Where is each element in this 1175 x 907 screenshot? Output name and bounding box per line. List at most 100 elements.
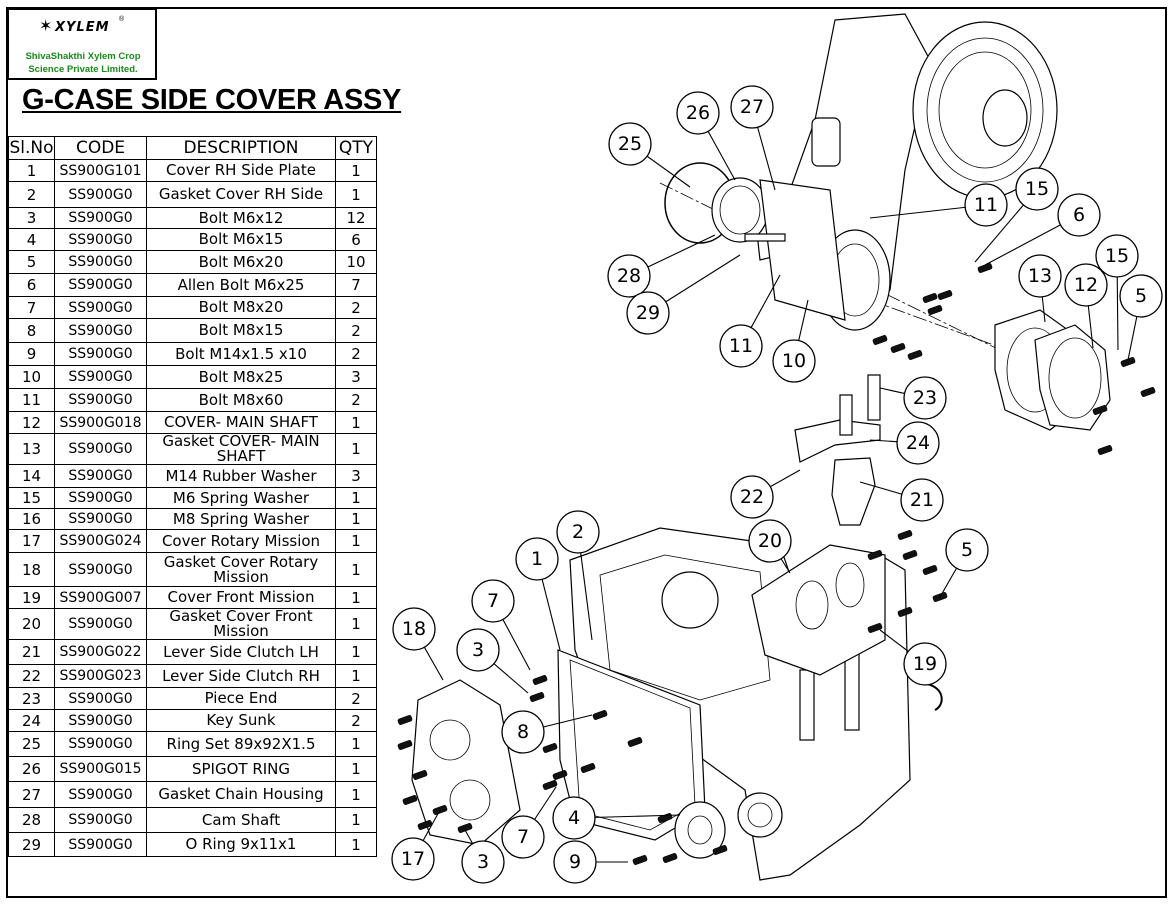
- callout-number: 3: [472, 639, 484, 661]
- bolt-shape: [1140, 387, 1156, 397]
- bolt-shape: [542, 743, 558, 753]
- callout-balloon: 4: [552, 796, 596, 840]
- qty-cell: 3: [335, 365, 377, 389]
- callout-number: 4: [568, 807, 580, 829]
- description-cell: Gasket Cover Front Mission: [146, 608, 336, 640]
- callout-balloon: 5: [1119, 274, 1163, 318]
- description-cell: Lever Side Clutch RH: [146, 664, 336, 688]
- code-cell: SS900G0: [54, 181, 147, 208]
- bolt-shape: [627, 737, 643, 747]
- description-cell: M14 Rubber Washer: [146, 464, 336, 488]
- callout-balloon: 9: [553, 840, 597, 884]
- bolt-shape: [937, 290, 953, 300]
- bolt-shape: [922, 565, 938, 575]
- code-cell: SS900G0: [54, 273, 147, 297]
- callout-number: 3: [477, 851, 489, 873]
- callout-number: 26: [686, 102, 710, 124]
- bolt-shape: [412, 770, 428, 780]
- front-mission-cover-part: [751, 544, 886, 676]
- code-cell: SS900G022: [54, 639, 147, 665]
- callout-balloon: 24: [896, 421, 940, 465]
- description-cell: Ring Set 89x92X1.5: [146, 731, 336, 757]
- callout-number: 7: [517, 826, 529, 848]
- rotary-mission-cover-part: [411, 679, 521, 846]
- callout-balloon: 13: [1018, 254, 1062, 298]
- description-cell: Bolt M8x20: [146, 296, 336, 319]
- code-cell: SS900G0: [54, 250, 147, 274]
- callout-number: 15: [1105, 245, 1129, 267]
- callout-balloon: 22: [730, 475, 774, 519]
- description-cell: Gasket Cover RH Side: [146, 181, 336, 208]
- description-cell: Cover Rotary Mission: [146, 529, 336, 553]
- callout-number: 19: [913, 653, 937, 675]
- bolt-shape: [592, 710, 608, 720]
- header-description: DESCRIPTION: [146, 136, 336, 160]
- code-cell: SS900G0: [54, 807, 147, 833]
- bolt-shape: [1120, 357, 1136, 367]
- qty-cell: 1: [335, 552, 377, 587]
- callout-number: 11: [729, 335, 753, 357]
- description-cell: Lever Side Clutch LH: [146, 639, 336, 665]
- bolt-shape: [397, 740, 413, 750]
- code-cell: SS900G0: [54, 709, 147, 732]
- callout-number: 5: [1135, 285, 1147, 307]
- slno-cell: 6: [8, 273, 55, 297]
- bolt-shape: [542, 780, 558, 790]
- code-cell: SS900G0: [54, 687, 147, 710]
- bolt-shape: [402, 795, 418, 805]
- slno-cell: 29: [8, 832, 55, 857]
- description-cell: Bolt M8x15: [146, 318, 336, 343]
- bolt-shape: [867, 623, 883, 633]
- page-title: G-CASE SIDE COVER ASSY: [22, 84, 402, 116]
- callout-balloon: 21: [900, 478, 944, 522]
- bolt-shape: [1092, 405, 1108, 415]
- bolt-shape: [632, 855, 648, 865]
- callout-number: 6: [1073, 204, 1085, 226]
- callout-balloon: 20: [748, 519, 792, 563]
- callout-balloon: 19: [903, 642, 947, 686]
- callout-number: 28: [617, 265, 641, 287]
- slno-cell: 26: [8, 756, 55, 782]
- callout-balloon: 1: [515, 537, 559, 581]
- description-cell: SPIGOT RING: [146, 756, 336, 782]
- bolt-shape: [662, 853, 678, 863]
- callout-balloon: 5: [945, 528, 989, 572]
- callout-number: 15: [1025, 178, 1049, 200]
- qty-cell: 12: [335, 207, 377, 229]
- company-logo: ✶ XYLEM ® ShivaShakthi Xylem Crop Scienc…: [7, 8, 157, 80]
- callout-balloon: 2: [556, 510, 600, 554]
- callout-number: 29: [636, 302, 660, 324]
- code-cell: SS900G0: [54, 228, 147, 251]
- callout-balloon: 11: [964, 183, 1008, 227]
- bolt-shape: [927, 305, 943, 315]
- qty-cell: 2: [335, 318, 377, 343]
- description-cell: O Ring 9x11x1: [146, 832, 336, 857]
- callout-number: 22: [740, 486, 764, 508]
- callout-number: 8: [517, 721, 529, 743]
- bolt-shape: [867, 550, 883, 560]
- callout-balloon: 27: [730, 85, 774, 129]
- description-cell: Cam Shaft: [146, 807, 336, 833]
- ring-and-spigot-parts: [664, 162, 846, 321]
- callout-number: 17: [401, 848, 425, 870]
- callout-balloon: 25: [608, 122, 652, 166]
- callout-number: 25: [618, 133, 642, 155]
- qty-cell: 1: [335, 433, 377, 465]
- callout-balloon: 18: [392, 607, 436, 651]
- description-cell: COVER- MAIN SHAFT: [146, 411, 336, 434]
- bolt-shape: [897, 607, 913, 617]
